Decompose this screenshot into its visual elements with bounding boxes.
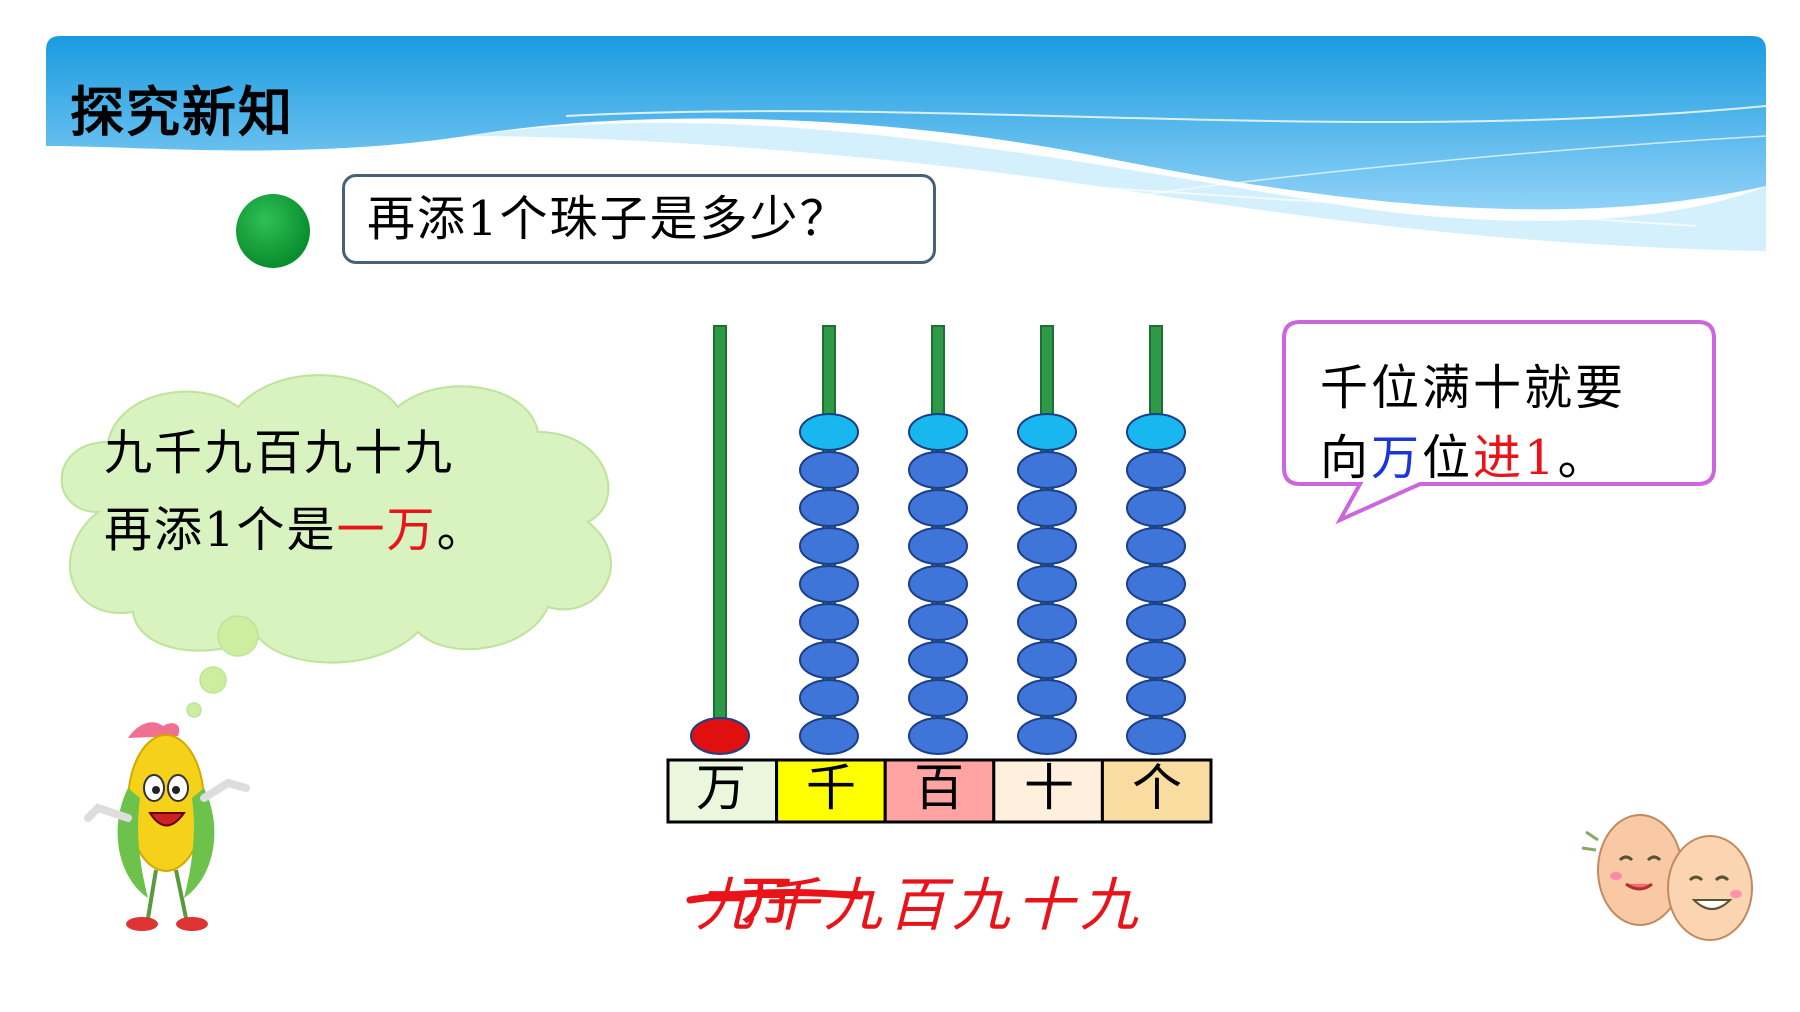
abacus-bead bbox=[908, 527, 968, 565]
header-banner bbox=[46, 36, 1766, 251]
abacus-bead bbox=[1017, 413, 1077, 451]
bubble-text-part2: 位 bbox=[1422, 430, 1474, 486]
question-box: 再添1个珠子是多少？ bbox=[342, 174, 936, 264]
place-cell bbox=[775, 758, 887, 824]
abacus bbox=[666, 325, 1213, 824]
abacus-bead bbox=[799, 641, 859, 679]
abacus-bead bbox=[1126, 527, 1186, 565]
abacus-bead bbox=[1017, 565, 1077, 603]
place-label-ge: 个 bbox=[1132, 759, 1182, 817]
abacus-bead bbox=[799, 413, 859, 451]
cloud-text-line2: 再添1个是一万。 bbox=[104, 490, 487, 560]
place-label-wan: 万 bbox=[696, 759, 746, 817]
abacus-bead bbox=[1126, 603, 1186, 641]
abacus-bead bbox=[799, 527, 859, 565]
bubble-text-line1: 千位满十就要 bbox=[1320, 360, 1627, 416]
place-label-qian: 千 bbox=[806, 759, 856, 817]
strike-through-correction: 一万 bbox=[686, 871, 864, 930]
abacus-bead bbox=[908, 565, 968, 603]
thought-cloud bbox=[60, 374, 612, 718]
abacus-bead bbox=[1017, 527, 1077, 565]
bubble-text-end: 。 bbox=[1557, 430, 1609, 486]
abacus-bead bbox=[908, 679, 968, 717]
place-cell bbox=[883, 758, 996, 824]
abacus-bead bbox=[1017, 451, 1077, 489]
abacus-bead bbox=[908, 489, 968, 527]
bubble-text-line2: 向万位进1。 bbox=[1320, 418, 1609, 488]
corn-character-image bbox=[84, 722, 250, 931]
abacus-bead bbox=[1126, 489, 1186, 527]
abacus-bead bbox=[690, 717, 750, 755]
abacus-bead bbox=[908, 641, 968, 679]
cloud-text-line1: 九千九百九十九 bbox=[104, 425, 455, 481]
egg-characters-image bbox=[1581, 814, 1753, 941]
abacus-bead bbox=[908, 603, 968, 641]
struck-text: 一万 bbox=[692, 871, 792, 930]
place-label-bai: 百 bbox=[914, 759, 964, 817]
abacus-bead bbox=[908, 451, 968, 489]
speech-bubble bbox=[1282, 320, 1716, 525]
bubble-text-part1: 向 bbox=[1320, 430, 1372, 486]
abacus-bead bbox=[908, 413, 968, 451]
abacus-bead bbox=[799, 717, 859, 755]
abacus-bead bbox=[799, 489, 859, 527]
abacus-bead bbox=[1017, 679, 1077, 717]
place-label-shi: 十 bbox=[1024, 759, 1074, 817]
abacus-bead bbox=[1126, 451, 1186, 489]
abacus-bead bbox=[1017, 717, 1077, 755]
bubble-text-blue: 万 bbox=[1371, 430, 1423, 486]
abacus-bead bbox=[799, 679, 859, 717]
place-cell bbox=[1100, 758, 1213, 824]
abacus-bead bbox=[799, 603, 859, 641]
abacus-bead bbox=[1017, 603, 1077, 641]
abacus-bead bbox=[1017, 489, 1077, 527]
place-cell bbox=[992, 758, 1104, 824]
cloud-text-prefix: 再添1个是 bbox=[104, 502, 337, 558]
abacus-bead bbox=[799, 565, 859, 603]
green-dot-icon bbox=[236, 194, 310, 268]
abacus-bead bbox=[908, 717, 968, 755]
abacus-bead bbox=[1017, 641, 1077, 679]
cloud-text-suffix: 。 bbox=[436, 502, 487, 558]
abacus-bead bbox=[799, 451, 859, 489]
abacus-bead bbox=[1126, 413, 1186, 451]
bubble-text-red: 进1 bbox=[1473, 430, 1558, 486]
abacus-bead bbox=[1126, 717, 1186, 755]
abacus-bead bbox=[1126, 565, 1186, 603]
page-title: 探究新知 bbox=[70, 81, 294, 144]
abacus-bead bbox=[1126, 641, 1186, 679]
answer-number-text: 九千九百九十九 bbox=[696, 871, 1145, 939]
abacus-rod bbox=[713, 325, 727, 753]
abacus-bead bbox=[1126, 679, 1186, 717]
cloud-text-highlight: 一万 bbox=[336, 502, 437, 558]
